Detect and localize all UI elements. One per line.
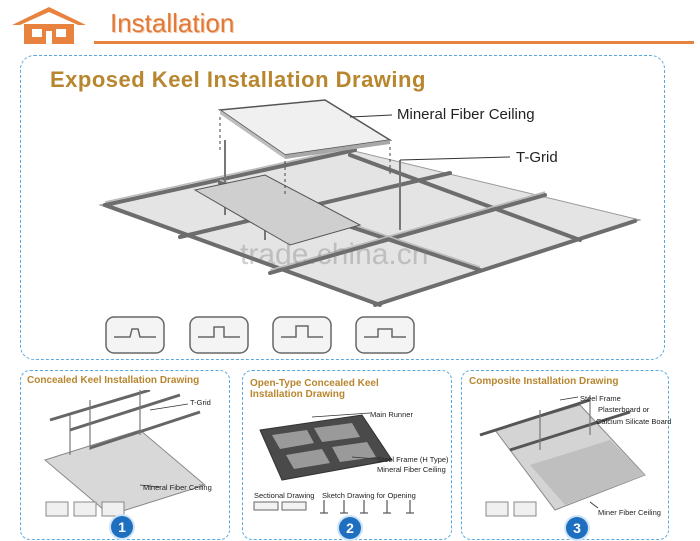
house-icon [12,7,86,44]
sketch-drawing-label: Sketch Drawing for Opening [322,491,416,500]
badge-1: 1 [111,516,133,538]
open-type-title-line2: Installation Drawing [250,389,346,400]
composite-panel [461,370,669,540]
panel2-ceiling-label: Mineral Fiber Ceiling [377,465,446,474]
exposed-keel-drawing [98,99,642,354]
main-runner-label: Main Runner [370,410,413,419]
composite-title: Composite Installation Drawing [469,376,619,387]
watermark: trade.china.cn [240,238,429,271]
badge-2: 2 [339,517,361,539]
open-type-title-line1: Open-Type Concealed Keel [250,378,379,389]
badge-3: 3 [566,517,588,539]
concealed-keel-title: Concealed Keel Installation Drawing [27,375,200,386]
page-title: Installation [110,8,235,38]
mineral-fiber-ceiling-label: Mineral Fiber Ceiling [397,106,535,123]
composite-drawing [479,395,646,517]
steel-frame-h-label: Steel Frame (H Type) [377,455,449,464]
steel-frame-label: Steel Frame [580,394,621,403]
t-grid-label: T-Grid [516,149,558,166]
calcium-silicate-label: Calcium Silicate Board [596,417,672,426]
panel1-t-grid-label: T-Grid [190,398,211,407]
open-type-panel [242,370,452,540]
exposed-keel-title: Exposed Keel Installation Drawing [50,67,426,92]
sectional-drawing-label: Sectional Drawing [254,491,315,500]
concealed-keel-drawing [43,390,207,517]
page-header: Installation [0,0,700,50]
miner-fiber-ceiling-label: Miner Fiber Ceiling [598,508,661,517]
concealed-keel-panel [20,370,230,540]
plasterboard-label: Plasterboard or [598,405,650,414]
open-type-drawing [253,412,414,514]
exposed-keel-panel [20,55,665,360]
panel1-ceiling-label: Mineral Fiber Ceiling [143,483,212,492]
header-divider [94,41,694,44]
